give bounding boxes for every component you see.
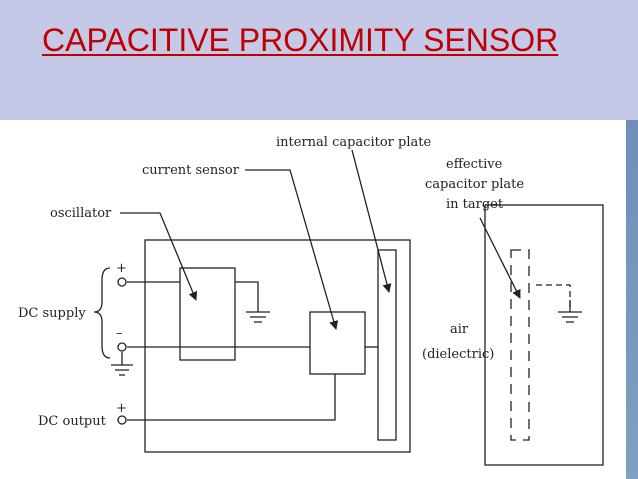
label-dielectric: (dielectric) xyxy=(422,347,494,362)
terminal-supply-negative xyxy=(117,342,127,352)
terminal-output xyxy=(117,415,127,425)
current-sensor-block xyxy=(309,311,366,375)
wire-target-to-ground xyxy=(536,284,571,310)
target-object xyxy=(484,204,604,466)
label-plus-supply: + xyxy=(116,261,127,276)
wire-output xyxy=(127,374,336,421)
label-minus-supply: – xyxy=(116,326,123,341)
label-internal-plate: internal capacitor plate xyxy=(276,135,431,150)
leader-effective-plate xyxy=(479,217,521,299)
label-current-sensor: current sensor xyxy=(142,163,240,178)
terminal-supply-positive xyxy=(117,277,127,287)
edge-strip xyxy=(626,120,638,479)
label-effective-line1: effective xyxy=(446,157,503,172)
effective-capacitor-plate xyxy=(510,249,530,441)
oscillator-block xyxy=(179,267,236,361)
label-effective-line2: capacitor plate xyxy=(425,177,524,192)
leader-current-sensor xyxy=(245,169,339,330)
label-dc-output: DC output xyxy=(38,414,107,429)
label-effective-line3: in target xyxy=(446,197,504,212)
ground-symbol-supply xyxy=(111,364,133,376)
internal-capacitor-plate xyxy=(377,249,397,441)
leader-internal-plate xyxy=(351,149,392,293)
sensor-housing xyxy=(144,239,411,453)
label-dc-supply: DC supply xyxy=(18,306,86,321)
label-oscillator: oscillator xyxy=(50,206,112,221)
dc-supply-brace xyxy=(93,267,111,359)
ground-symbol-target xyxy=(558,311,582,323)
label-air: air xyxy=(450,322,469,337)
wire-oscillator-to-ground xyxy=(235,281,259,312)
ground-symbol-oscillator xyxy=(246,311,270,323)
leader-oscillator xyxy=(120,212,198,301)
label-plus-output: + xyxy=(116,401,127,416)
diagram-panel xyxy=(0,120,626,479)
slide-title: CAPACITIVE PROXIMITY SENSOR xyxy=(42,22,559,58)
